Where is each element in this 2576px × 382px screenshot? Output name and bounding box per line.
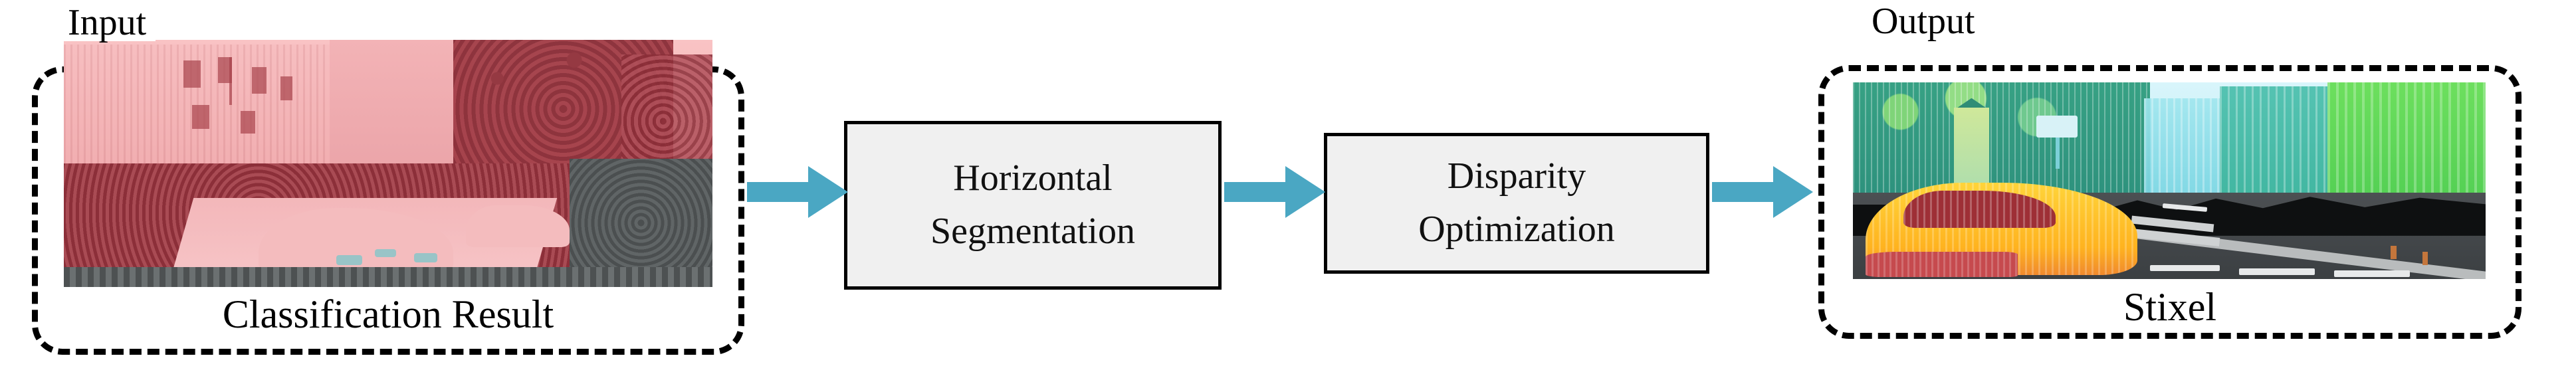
arrow-segmentation-to-optimization bbox=[1224, 166, 1325, 218]
image-detail-bollard bbox=[2422, 251, 2428, 266]
input-panel-caption: Classification Result bbox=[222, 292, 554, 336]
image-detail-window bbox=[192, 104, 209, 129]
arrow-right-icon bbox=[1712, 166, 1813, 218]
image-detail-bollard bbox=[2391, 245, 2397, 260]
step-label-line-2: Optimization bbox=[1418, 209, 1615, 250]
step-box-horizontal-segmentation[interactable]: Horizontal Segmentation bbox=[844, 121, 1222, 290]
image-detail-window bbox=[252, 66, 267, 94]
arrow-optimization-to-output bbox=[1712, 166, 1813, 218]
image-detail-window bbox=[183, 60, 201, 88]
image-detail-window bbox=[280, 76, 292, 100]
arrow-input-to-segmentation bbox=[747, 166, 848, 218]
arrow-right-icon bbox=[1224, 166, 1325, 218]
output-panel bbox=[1818, 65, 2522, 339]
image-detail-teal-patch bbox=[414, 253, 438, 262]
stixel-result-image bbox=[1853, 82, 2486, 279]
output-panel-title: Output bbox=[1862, 3, 1985, 40]
image-detail-lamp-post bbox=[229, 57, 233, 105]
image-detail-teal-patch bbox=[336, 254, 362, 265]
step-label-line-2: Segmentation bbox=[930, 211, 1135, 252]
image-detail-lane-marking bbox=[2238, 268, 2315, 276]
arrow-right-icon bbox=[747, 166, 848, 218]
classification-result-image bbox=[64, 40, 712, 287]
step-label-line-1: Horizontal bbox=[953, 157, 1113, 199]
image-detail-traffic-sign bbox=[2036, 116, 2078, 138]
input-panel-title: Input bbox=[58, 4, 156, 41]
image-detail-window bbox=[217, 57, 233, 83]
image-region-car-body bbox=[466, 205, 570, 248]
image-region-foreground-shadow bbox=[64, 267, 712, 287]
image-detail-window bbox=[241, 111, 255, 134]
image-region-building-teal-stixels bbox=[2220, 86, 2347, 213]
step-box-disparity-optimization[interactable]: Disparity Optimization bbox=[1324, 133, 1709, 274]
image-detail-lane-marking bbox=[2150, 264, 2220, 272]
image-region-dark-vegetation bbox=[570, 158, 712, 287]
image-detail-teal-patch bbox=[375, 249, 396, 258]
image-detail-lane-marking bbox=[2333, 270, 2410, 278]
image-detail-car-bumper bbox=[1866, 251, 2018, 278]
step-label-line-1: Disparity bbox=[1447, 155, 1586, 197]
image-detail-car-window bbox=[1903, 190, 2056, 229]
output-panel-caption: Stixel bbox=[2123, 285, 2216, 329]
image-detail-sign-post bbox=[2055, 137, 2060, 169]
